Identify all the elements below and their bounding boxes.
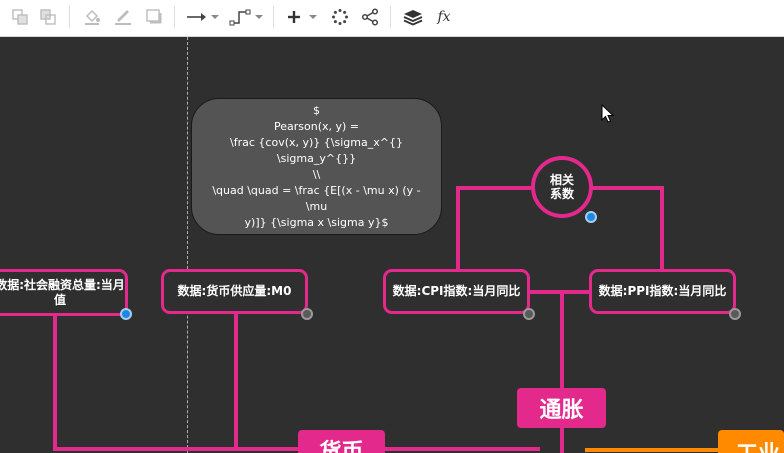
edge-social-down [53, 314, 300, 451]
label-inflation[interactable]: 通胀 [517, 388, 606, 428]
fill-color-icon[interactable] [81, 6, 103, 28]
node-ppi-label: 数据:PPI指数:当月同比 [598, 284, 727, 298]
node-ppi[interactable]: 数据:PPI指数:当月同比 [589, 269, 736, 314]
shadow-icon[interactable] [143, 6, 165, 28]
edge-correlation-cpi [456, 186, 533, 269]
label-currency[interactable]: 货币 [298, 430, 385, 453]
toolbar-separator [273, 6, 274, 28]
connector-lines [53, 186, 720, 453]
bring-front-icon[interactable] [9, 6, 31, 28]
label-industry[interactable]: 工业 [718, 430, 784, 453]
node-social-financing[interactable]: 数据:社会融资总量:当月值 [0, 269, 128, 316]
edge-correlation-ppi [591, 186, 664, 269]
formula-icon[interactable]: fx [437, 9, 451, 25]
connection-point[interactable] [301, 308, 313, 320]
line-color-icon[interactable] [111, 6, 135, 28]
connector-straight-icon[interactable] [184, 6, 220, 28]
node-money-supply-label: 数据:货币供应量:M0 [177, 284, 292, 298]
formula-box[interactable]: $ Pearson(x, y) = \frac {cov(x, y)} {\si… [191, 98, 442, 235]
spinner-icon[interactable] [329, 6, 351, 28]
send-back-icon[interactable] [37, 6, 59, 28]
connection-point[interactable] [120, 308, 132, 320]
connection-point[interactable] [585, 211, 597, 223]
node-cpi-label: 数据:CPI指数:当月同比 [392, 284, 521, 298]
toolbar-separator [390, 6, 391, 28]
node-social-financing-label: 数据:社会融资总量:当月值 [0, 277, 125, 307]
toolbar: fx [0, 0, 784, 37]
connector-elbow-icon[interactable] [228, 6, 264, 28]
node-money-supply[interactable]: 数据:货币供应量:M0 [161, 269, 308, 314]
insert-plus-icon[interactable] [284, 6, 320, 28]
connection-point[interactable] [729, 308, 741, 320]
toolbar-separator [174, 6, 175, 28]
alignment-guide [187, 37, 188, 453]
diagram-canvas[interactable]: $ Pearson(x, y) = \frac {cov(x, y)} {\si… [0, 37, 784, 453]
connection-point[interactable] [523, 308, 535, 320]
layers-icon[interactable] [401, 6, 425, 28]
correlation-node[interactable]: 相关 系数 [531, 156, 593, 218]
mouse-pointer-icon [601, 104, 615, 123]
toolbar-separator [69, 6, 70, 28]
share-icon[interactable] [359, 6, 381, 28]
node-cpi[interactable]: 数据:CPI指数:当月同比 [383, 269, 530, 314]
